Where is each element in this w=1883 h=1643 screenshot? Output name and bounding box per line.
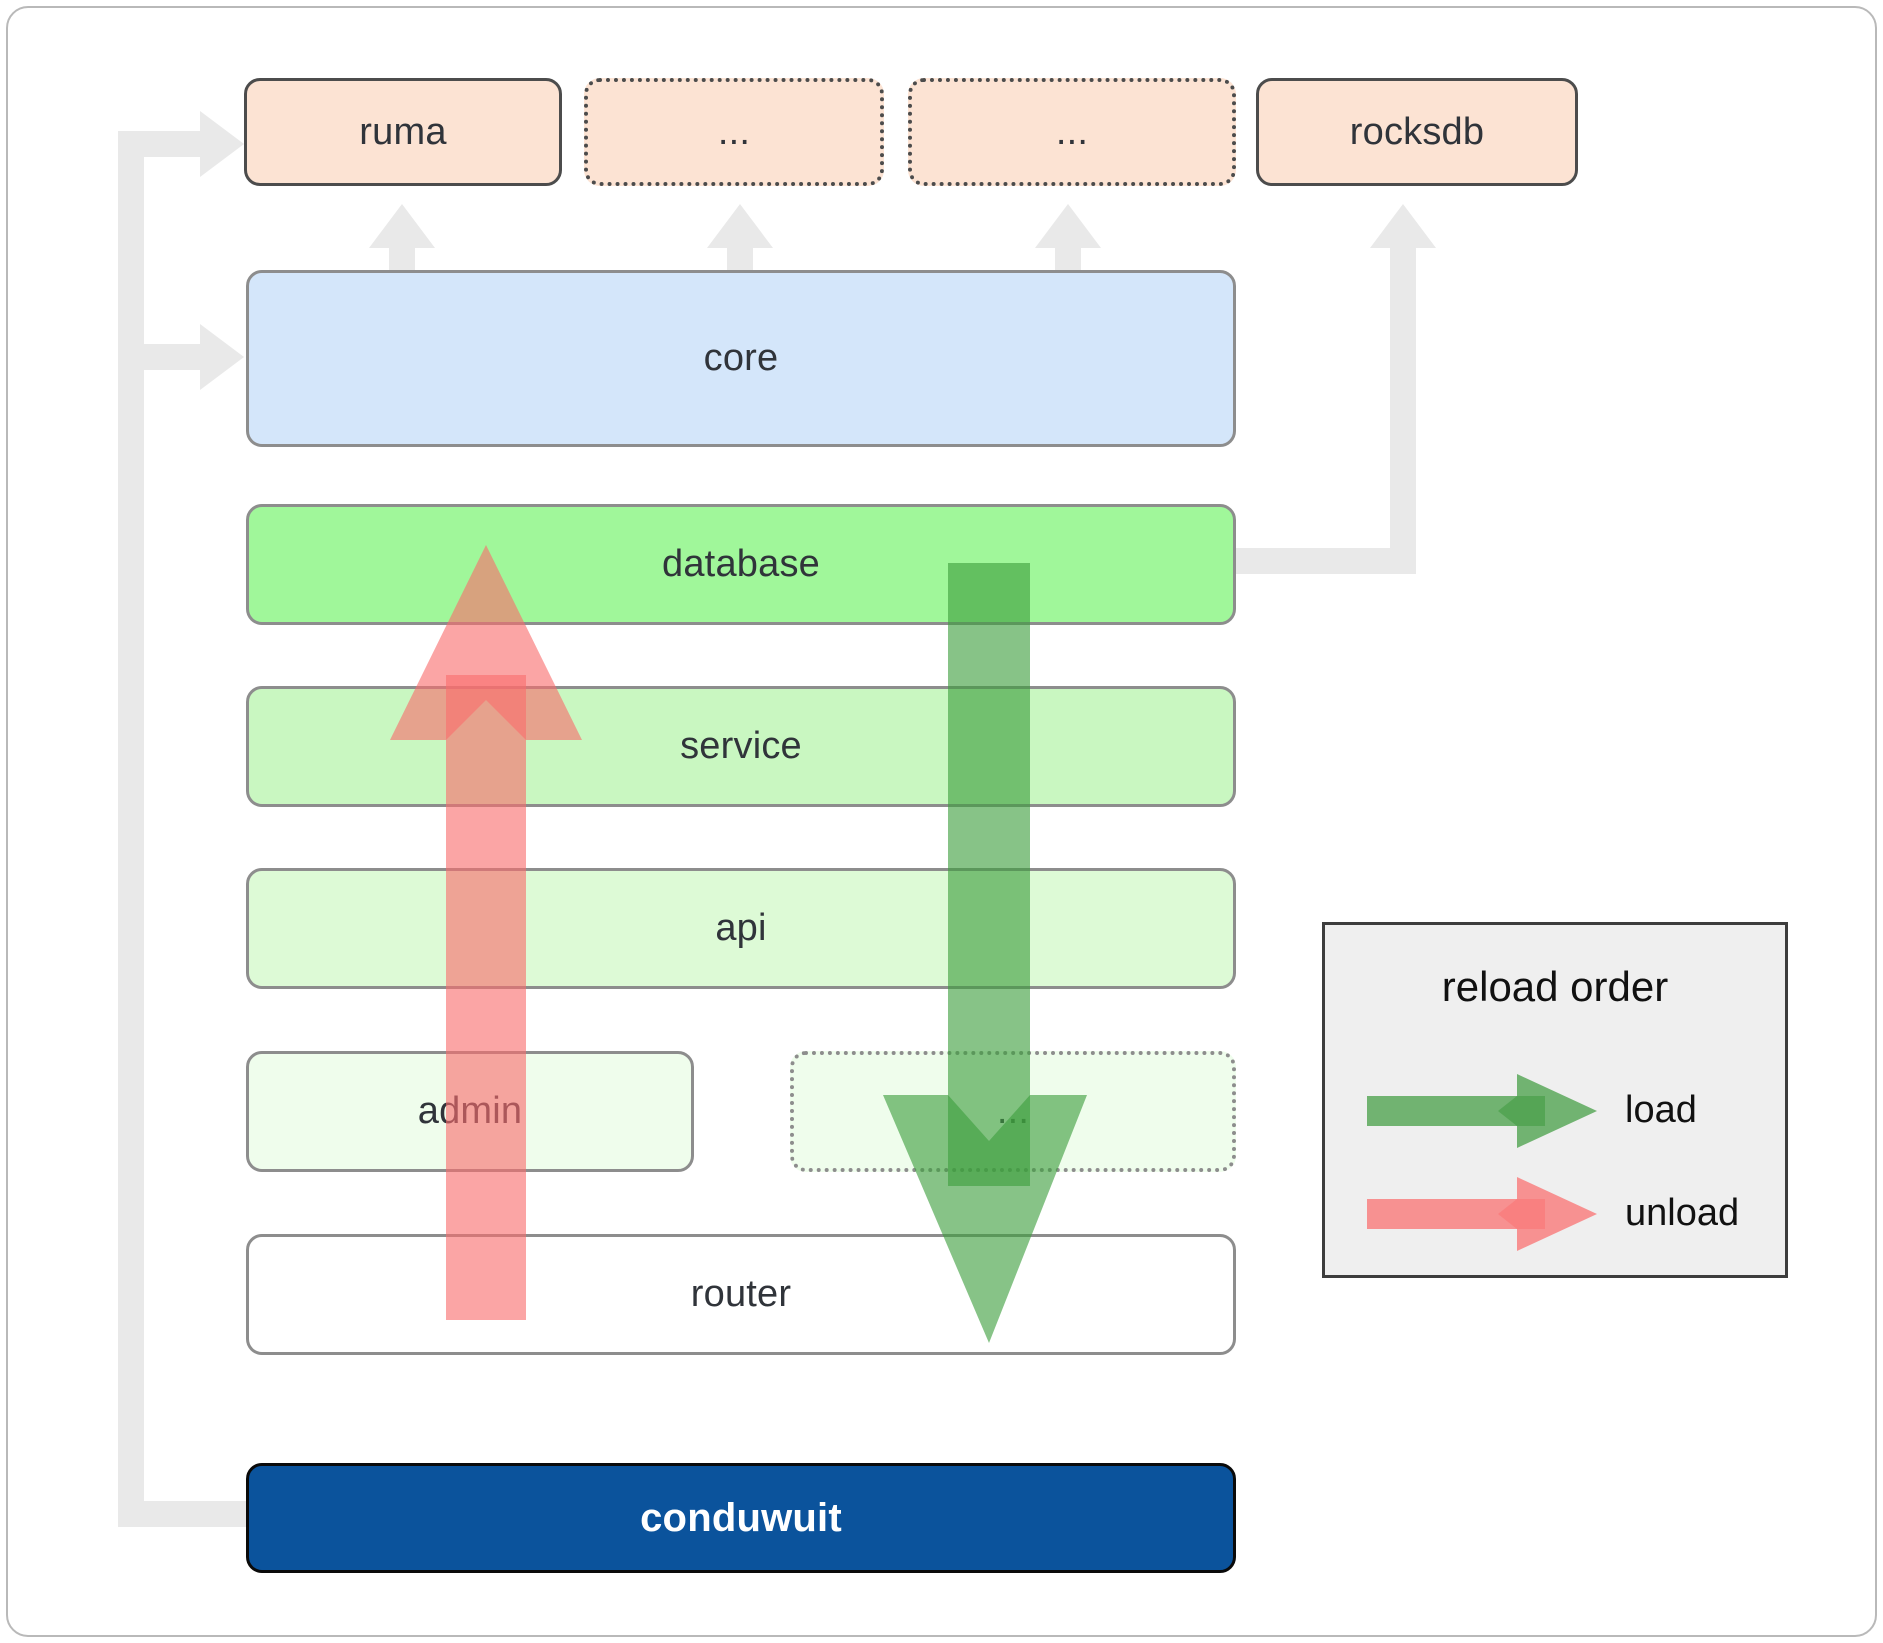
legend-title: reload order (1441, 963, 1669, 1010)
connector-conduwuit-to-trunk (118, 1501, 250, 1527)
node-dep3-label: ... (1055, 110, 1089, 153)
node-dep2-label: ... (717, 110, 751, 153)
node-rocksdb-label: rocksdb (1349, 110, 1485, 153)
connector-arrow-up-dep2-icon (707, 204, 773, 248)
node-dep3[interactable]: ... (908, 78, 1236, 186)
node-rocksdb[interactable]: rocksdb (1256, 78, 1578, 186)
node-dep2[interactable]: ... (584, 78, 884, 186)
connector-left-trunk (118, 131, 144, 1527)
connector-database-to-rocksdb-v (1390, 228, 1416, 560)
node-router[interactable]: router (246, 1234, 1236, 1355)
node-ruma-label: ruma (359, 110, 447, 153)
connector-arrow-ruma-icon (200, 111, 244, 177)
legend-row-unload: unload (1367, 1173, 1739, 1253)
node-core-label: core (703, 337, 779, 379)
node-conduwuit-label: conduwuit (640, 1495, 842, 1540)
connector-arrow-up-rocksdb-icon (1370, 204, 1436, 248)
node-core[interactable]: core (246, 270, 1236, 447)
legend-load-label: load (1625, 1088, 1697, 1131)
connector-database-to-rocksdb-h (1222, 548, 1416, 574)
node-conduwuit[interactable]: conduwuit (246, 1463, 1236, 1573)
legend-unload-label: unload (1625, 1191, 1740, 1234)
node-service-label: service (680, 725, 802, 767)
connector-arrow-up-ruma-icon (369, 204, 435, 248)
unload-flow-arrow (386, 545, 586, 1320)
legend-unload-arrow-icon (1367, 1177, 1597, 1251)
load-flow-arrow (875, 563, 1095, 1343)
node-ruma[interactable]: ruma (244, 78, 562, 186)
connector-arrow-up-dep3-icon (1035, 204, 1101, 248)
node-api-label: api (715, 907, 767, 949)
legend-panel: reload order load unload (1322, 922, 1788, 1278)
legend-load-arrow-icon (1367, 1074, 1597, 1148)
node-database-label: database (662, 543, 820, 585)
legend-row-load: load (1367, 1070, 1697, 1150)
node-router-label: router (690, 1273, 792, 1315)
connector-arrow-core-icon (200, 324, 244, 390)
